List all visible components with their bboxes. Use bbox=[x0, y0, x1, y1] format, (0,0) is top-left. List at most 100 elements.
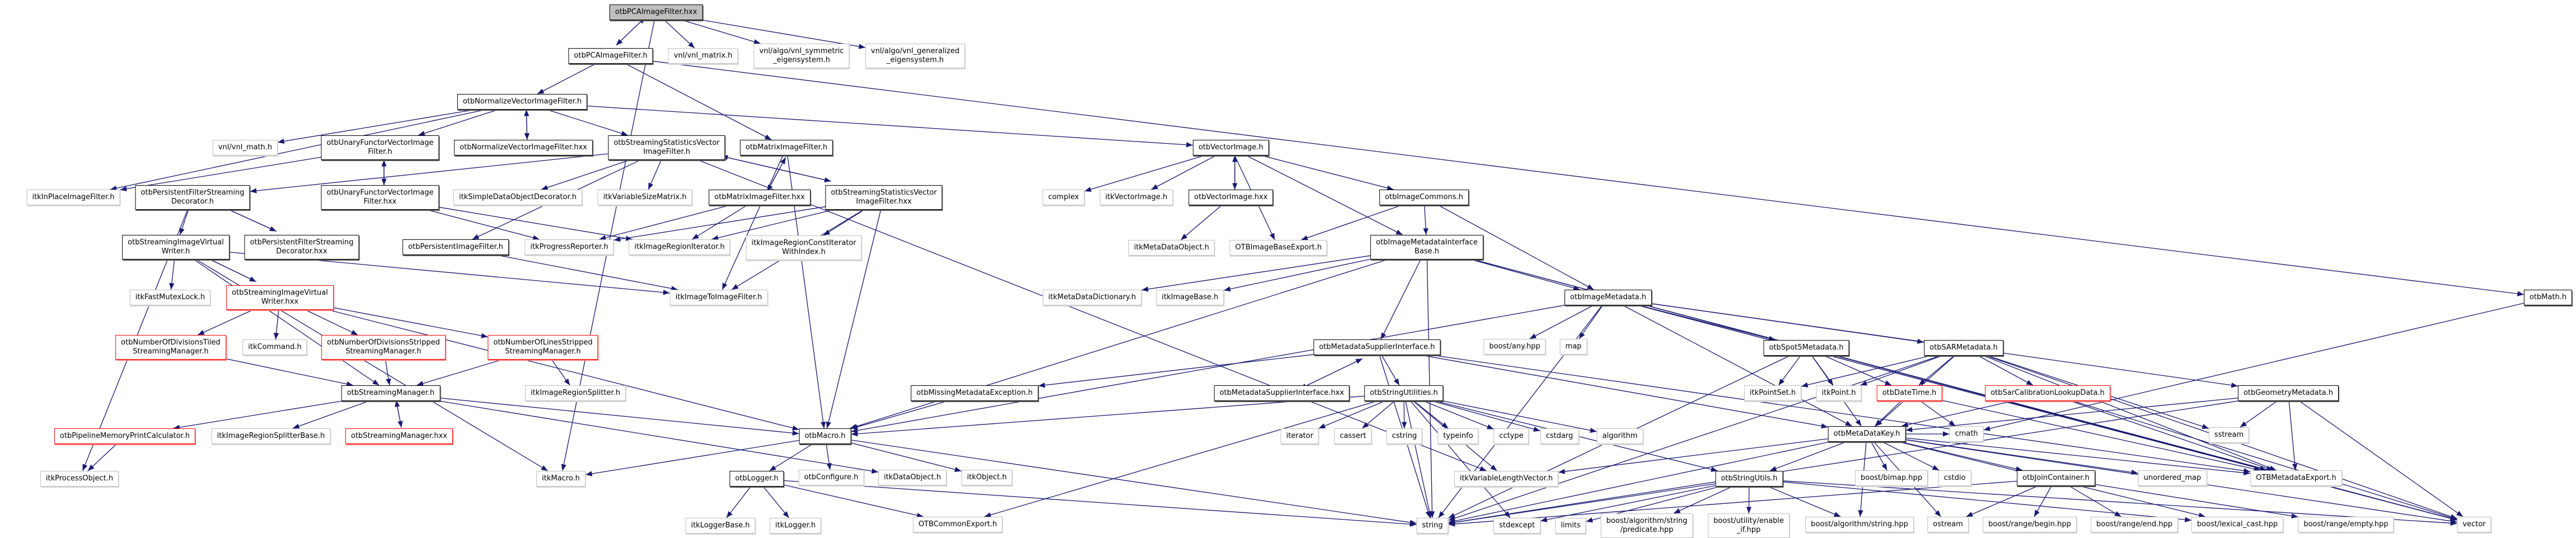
node-label: otbNormalizeVectorImageFilter.h bbox=[462, 97, 582, 106]
node-otbsarcalibrationlookupdata-h[interactable]: otbSarCalibrationLookupData.h bbox=[1985, 385, 2110, 401]
node-otbstringutils-h[interactable]: otbStringUtils.h bbox=[1715, 471, 1783, 487]
edge-otblogger-to-commonexport bbox=[784, 484, 924, 518]
edge-sarcalib-to-mdkey bbox=[1901, 400, 2013, 427]
edge-imgmeta-to-spot5 bbox=[1638, 305, 1776, 341]
node-otbstreamingimagevirtualwriter-hxx[interactable]: otbStreamingImageVirtual Writer.hxx bbox=[226, 285, 334, 310]
node-otbjoincontainer-h[interactable]: otbJoinContainer.h bbox=[2017, 470, 2095, 486]
edge-strutilities-to-string bbox=[1405, 400, 1432, 518]
node-itkfastmutexlock-h: itkFastMutexLock.h bbox=[129, 290, 211, 305]
node-otbnumberofdivisionstiledstreamingmanager-h[interactable]: otbNumberOfDivisionsTiled StreamingManag… bbox=[115, 335, 226, 360]
node-otbpcaimagefilter-hxx[interactable]: otbPCAImageFilter.hxx bbox=[609, 4, 703, 20]
node-itkloggerbase-h: itkLoggerBase.h bbox=[685, 518, 756, 534]
node-otbstringutilities-h[interactable]: otbStringUtilities.h bbox=[1364, 385, 1444, 401]
node-otbmatriximagefilter-h[interactable]: otbMatrixImageFilter.h bbox=[739, 140, 833, 155]
edge-vecimg_hxx-to-metadataobj bbox=[1181, 205, 1222, 240]
node-itkcommand-h: itkCommand.h bbox=[242, 339, 307, 355]
node-label: itkImageRegionIterator.h bbox=[634, 243, 725, 251]
node-label: boost/algorithm/string.hpp bbox=[1811, 520, 1908, 528]
node-otbdatetime-h[interactable]: otbDateTime.h bbox=[1876, 385, 1942, 401]
node-vnl-vnl-matrix-h: vnl/vnl_matrix.h bbox=[668, 48, 738, 64]
node-otbvectorimage-h[interactable]: otbVectorImage.h bbox=[1193, 140, 1269, 155]
node-otbnumberofdivisionsstrippedstreamingmanager-h[interactable]: otbNumberOfDivisionsStripped StreamingMa… bbox=[321, 335, 446, 360]
edge-norm_h-to-unary_h bbox=[418, 109, 498, 136]
node-otbnormalizevectorimagefilter-h[interactable]: otbNormalizeVectorImageFilter.h bbox=[457, 94, 588, 110]
node-vector: vector bbox=[2457, 517, 2491, 532]
node-otbspot5metadata-h[interactable]: otbSpot5Metadata.h bbox=[1763, 340, 1849, 356]
edge-strutilities-to-typeinfo bbox=[1413, 400, 1449, 429]
edge-siv_hxx-to-ndstripped bbox=[305, 309, 358, 336]
edge-mdkey-to-bimap bbox=[1871, 441, 1887, 471]
edge-ssv_hxx-to-regconstiter bbox=[823, 209, 865, 236]
node-otbstreamingimagevirtualwriter-h[interactable]: otbStreamingImageVirtual Writer.h bbox=[122, 235, 230, 259]
node-otbnormalizevectorimagefilter-hxx[interactable]: otbNormalizeVectorImageFilter.hxx bbox=[454, 140, 593, 155]
node-otbimagemetadatainterfacebase-h[interactable]: otbImageMetadataInterface Base.h bbox=[1370, 235, 1483, 259]
node-label: complex bbox=[1048, 193, 1079, 201]
node-itkvariablelengthvector-h: itkVariableLengthVector.h bbox=[1454, 471, 1559, 487]
edge-pfsd_h-to-siv_h bbox=[179, 209, 189, 235]
node-otbunaryfunctorvectorimagefilter-h[interactable]: otbUnaryFunctorVectorImage Filter.h bbox=[321, 135, 439, 160]
node-otbmath-h[interactable]: otbMath.h bbox=[2523, 290, 2573, 305]
node-otbimagecommons-h[interactable]: otbImageCommons.h bbox=[1379, 190, 1469, 205]
node-otbnumberoflinesstrippedstreamingmanager-h[interactable]: otbNumberOfLinesStripped StreamingManage… bbox=[488, 335, 598, 360]
node-vnl-vnl-math-h: vnl/vnl_math.h bbox=[212, 140, 278, 155]
node-otbstreamingstatisticsvectorimagefilter-hxx[interactable]: otbStreamingStatisticsVector ImageFilter… bbox=[825, 185, 943, 210]
node-label: otbPipelineMemoryPrintCalculator.h bbox=[59, 432, 190, 440]
node-otbgeometrymetadata-h[interactable]: otbGeometryMetadata.h bbox=[2237, 385, 2339, 401]
edge-imgmeta-to-map bbox=[1579, 305, 1603, 339]
node-label: vnl/vnl_matrix.h bbox=[673, 51, 733, 60]
node-otbstreamingstatisticsvectorimagefilter-h[interactable]: otbStreamingStatisticsVector ImageFilter… bbox=[608, 135, 725, 160]
node-otbunaryfunctorvectorimagefilter-hxx[interactable]: otbUnaryFunctorVectorImage Filter.hxx bbox=[321, 185, 439, 210]
node-label: boost/range/begin.hpp bbox=[1988, 520, 2071, 528]
edge-siv_hxx-to-nlstripped bbox=[333, 307, 488, 338]
edge-pca_h-to-pca_hxx bbox=[616, 17, 646, 46]
edge-sarcalib-to-mdexport bbox=[2070, 400, 2274, 471]
node-otbmissingmetadataexception-h[interactable]: otbMissingMetadataException.h bbox=[911, 385, 1038, 401]
node-itkpointset-h: itkPointSet.h bbox=[1744, 385, 1802, 401]
node-otbpipelinememoryprintcalculator-h[interactable]: otbPipelineMemoryPrintCalculator.h bbox=[54, 428, 196, 444]
node-label: itkVectorImage.h bbox=[1105, 193, 1168, 201]
edge-imgmeta-to-string bbox=[1438, 305, 1603, 518]
edge-geommeta-to-vector bbox=[2299, 400, 2463, 517]
edge-ssv_hxx-to-regiter bbox=[711, 209, 833, 240]
node-label: otbUnaryFunctorVectorImage Filter.h bbox=[326, 139, 434, 156]
edge-imibase-to-otbmacro bbox=[850, 259, 1388, 429]
node-otbstreamingmanager-h[interactable]: otbStreamingManager.h bbox=[341, 385, 441, 401]
edge-pca_hxx-to-vnl_sym bbox=[682, 20, 761, 45]
node-label: itkVariableLengthVector.h bbox=[1459, 474, 1553, 483]
node-label: itkDataObject.h bbox=[884, 473, 941, 482]
node-otbmatriximagefilter-hxx[interactable]: otbMatrixImageFilter.hxx bbox=[709, 190, 811, 205]
node-otbmetadatasupplierinterface-h[interactable]: otbMetadataSupplierInterface.h bbox=[1313, 339, 1441, 355]
node-label: vnl/vnl_math.h bbox=[218, 143, 273, 152]
node-ostream: ostream bbox=[1927, 517, 1969, 532]
node-otbvectorimage-hxx[interactable]: otbVectorImage.hxx bbox=[1188, 190, 1273, 205]
edge-otbmacro-to-otblogger bbox=[769, 443, 813, 471]
node-otbmetadatakey-h[interactable]: otbMetaDataKey.h bbox=[1828, 426, 1906, 442]
node-otbsarmetadata-h[interactable]: otbSARMetadata.h bbox=[1924, 340, 2003, 356]
node-label: itkProgressReporter.h bbox=[530, 243, 608, 251]
node-typeinfo: typeinfo bbox=[1437, 428, 1479, 444]
node-label: itkPoint.h bbox=[1821, 389, 1856, 397]
node-label: OTBCommonExport.h bbox=[918, 520, 997, 528]
node-otbpersistentfilterstreamingdecorator-hxx[interactable]: otbPersistentFilterStreaming Decorator.h… bbox=[244, 235, 359, 259]
node-cassert: cassert bbox=[1334, 428, 1372, 444]
node-otblogger-h[interactable]: otbLogger.h bbox=[729, 471, 784, 487]
node-otbstreamingmanager-hxx[interactable]: otbStreamingManager.hxx bbox=[345, 428, 453, 444]
node-otbimagemetadata-h[interactable]: otbImageMetadata.h bbox=[1565, 290, 1652, 305]
node-label: itkCommand.h bbox=[248, 343, 302, 351]
node-itkimagetoimagefilter-h: itkImageToImageFilter.h bbox=[669, 290, 768, 305]
node-otbmacro-h[interactable]: otbMacro.h bbox=[799, 428, 851, 444]
edge-sm_h-to-otbmacro bbox=[440, 398, 799, 436]
edge-pca_h-to-matrix_h bbox=[625, 63, 772, 140]
edge-geommeta-to-string bbox=[1448, 400, 2238, 525]
node-otbmetadatasupplierinterface-hxx[interactable]: otbMetadataSupplierInterface.hxx bbox=[1214, 385, 1350, 401]
node-boost-range-begin-hpp: boost/range/begin.hpp bbox=[1983, 517, 2077, 532]
node-otbpersistentfilterstreamingdecorator-h[interactable]: otbPersistentFilterStreaming Decorator.h bbox=[135, 185, 250, 210]
node-label: vnl/algo/vnl_symmetric _eigensystem.h bbox=[759, 47, 844, 64]
node-otbpcaimagefilter-h[interactable]: otbPCAImageFilter.h bbox=[568, 48, 653, 64]
node-label: otbGeometryMetadata.h bbox=[2243, 389, 2334, 397]
edge-strutilities-to-iterator bbox=[1318, 400, 1385, 429]
edge-otblogger-to-loggerbase bbox=[726, 486, 751, 518]
node-cstdio: cstdio bbox=[1938, 470, 1971, 486]
node-itkmacro-h: itkMacro.h bbox=[536, 471, 586, 487]
node-otbpersistentimagefilter-h[interactable]: otbPersistentImageFilter.h bbox=[402, 239, 509, 255]
